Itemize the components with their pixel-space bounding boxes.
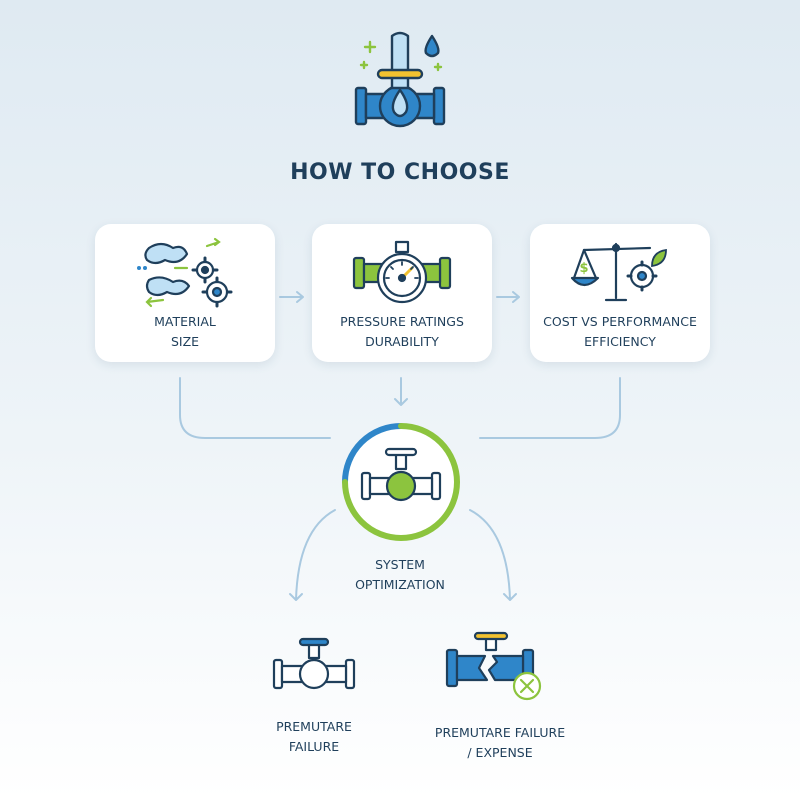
card-material-line1: MATERIAL — [154, 314, 216, 329]
connector-left-to-center — [179, 377, 331, 439]
page-title: HOW TO CHOOSE — [290, 160, 510, 185]
pressure-gauge-pipe-icon — [352, 240, 452, 304]
arrow-card1-card2 — [279, 291, 304, 303]
material-gears-icon — [137, 237, 233, 308]
arrow-card2-card3 — [496, 291, 520, 303]
outcome-left-line2: FAILURE — [288, 739, 340, 754]
svg-text:$: $ — [579, 261, 588, 276]
card-cost-line1: COST vs PERFORMANCE — [543, 314, 697, 329]
card-cost-line2: EFFICIENCY — [584, 334, 656, 349]
water-valve-hero-icon — [354, 31, 446, 128]
outcome-right-line1: PREMUTARE FAILURE — [434, 725, 566, 740]
card-material-line2: SIZE — [170, 334, 200, 349]
outcome-left-line1: PREMUTARE — [276, 719, 352, 734]
outcome-right-line2: / EXPENSE — [467, 745, 533, 760]
card-pressure-durability: PRESSURE RATINGS DURABILITY — [312, 224, 492, 362]
card-cost-efficiency: $ COST vs PERFORMANCE EFFICIENCY — [530, 224, 710, 362]
connector-right-to-center — [479, 377, 621, 439]
center-label-line2: OPTIMIZATION — [355, 577, 445, 592]
system-optimization-node — [342, 423, 460, 541]
card-pressure-line2: DURABILITY — [365, 334, 439, 349]
card-material-size: MATERIAL SIZE — [95, 224, 275, 362]
center-label-line1: SYSTEM — [375, 557, 425, 572]
arrow-center-to-outcome-left — [289, 509, 336, 601]
valve-icon — [360, 447, 442, 502]
broken-pipe-icon — [445, 631, 542, 701]
arrow-center-to-outcome-right — [469, 509, 517, 601]
balance-scale-icon: $ — [570, 242, 667, 302]
arrow-middle-down — [394, 377, 408, 406]
valve-outcome-left-icon — [272, 637, 356, 690]
card-pressure-line1: PRESSURE RATINGS — [340, 314, 464, 329]
